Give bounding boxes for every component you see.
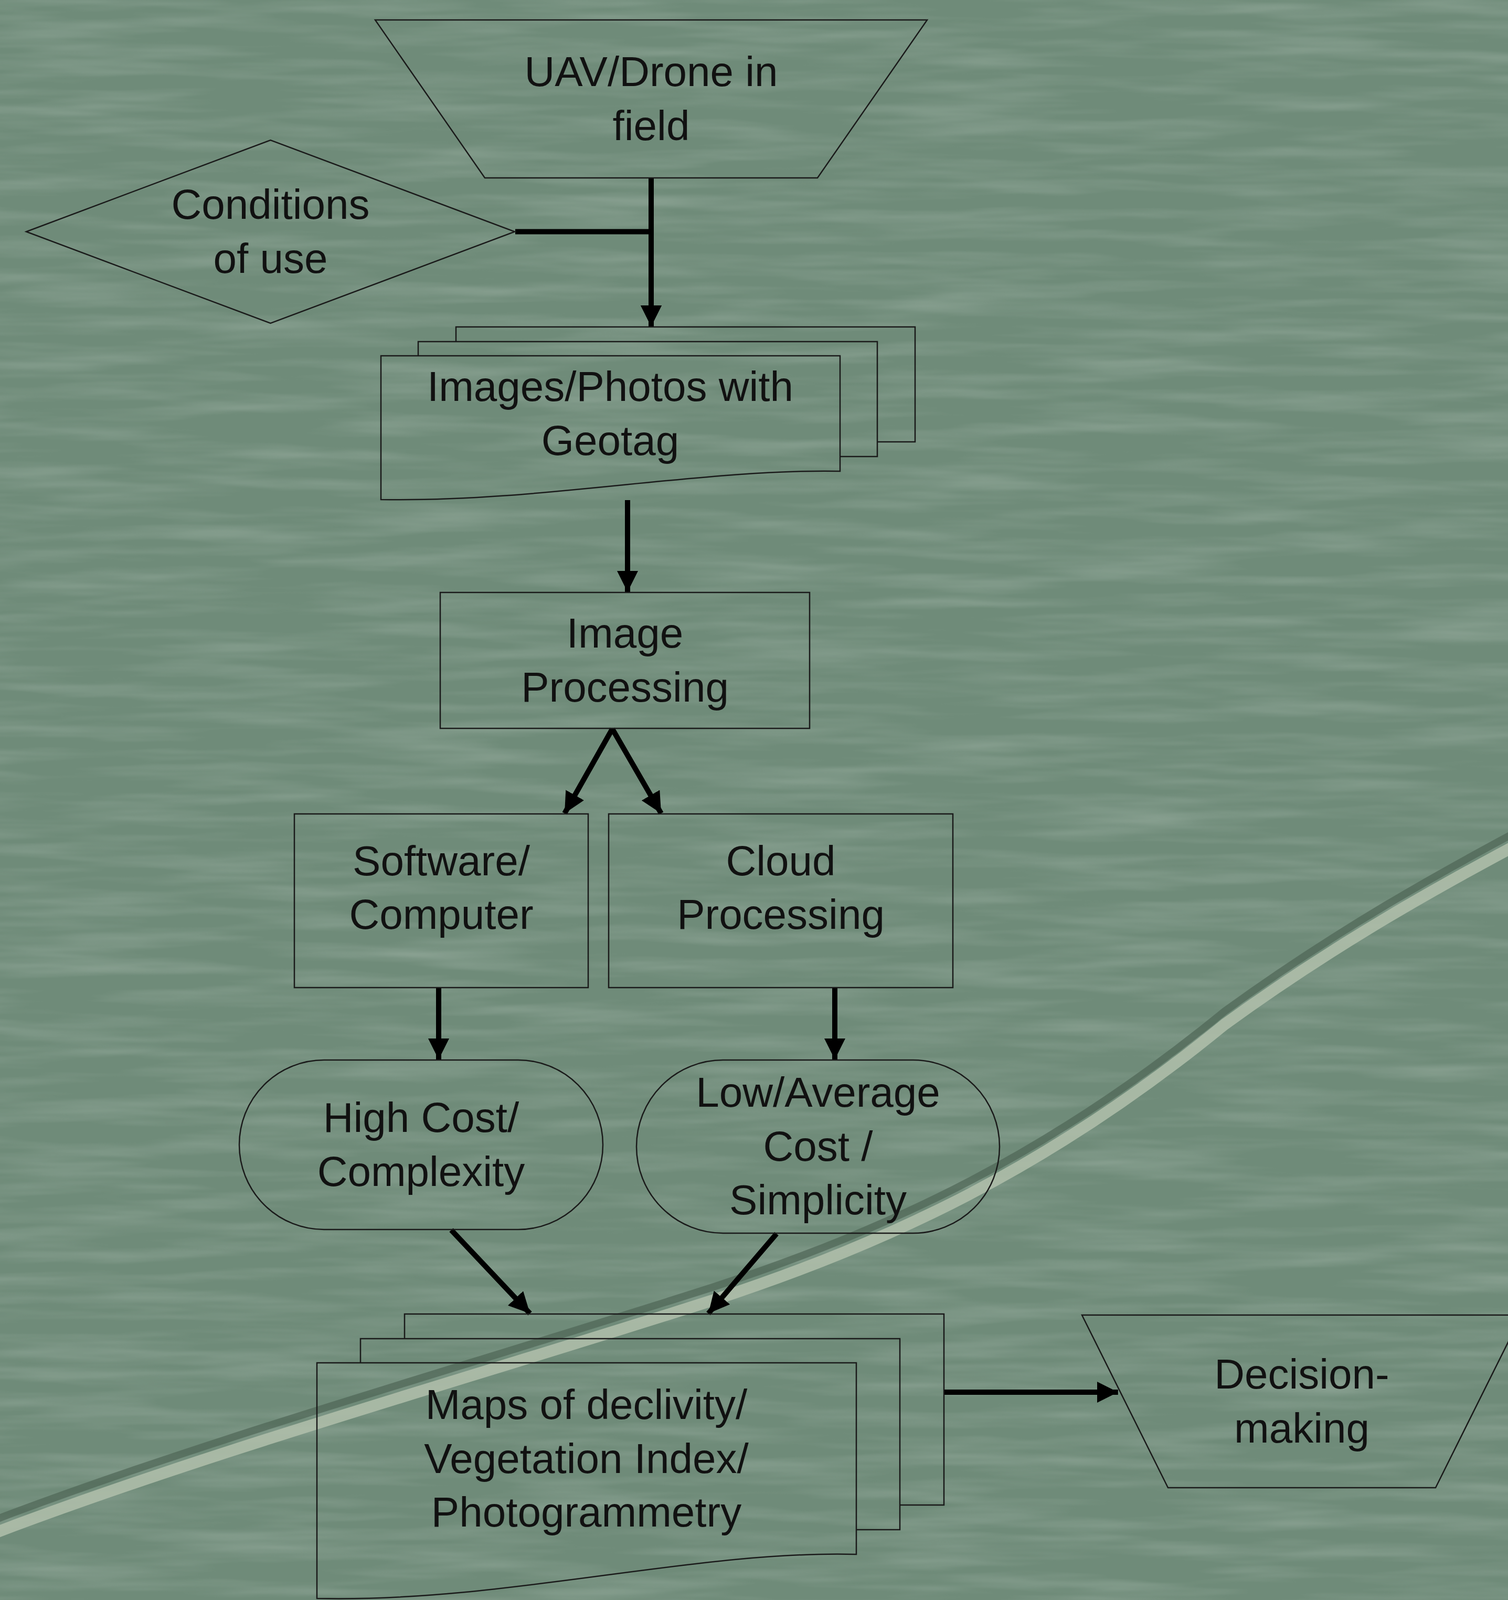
node-label: Decision-making bbox=[1191, 1347, 1412, 1456]
node-label: Maps of declivity/ Vegetation Index/ Pho… bbox=[397, 1377, 776, 1539]
node-label: UAV/Drone in field bbox=[488, 45, 814, 153]
diamond-outline bbox=[26, 140, 515, 324]
box-outline bbox=[440, 592, 810, 729]
text-area: UAV/Drone in field bbox=[374, 19, 928, 179]
process-box: Cloud Processing bbox=[608, 813, 954, 989]
shape-outline bbox=[1081, 1314, 1508, 1489]
text-block: Cloud Processing bbox=[649, 834, 912, 942]
process-box: Software/ Computer bbox=[293, 813, 589, 989]
flow-arrow bbox=[708, 1233, 777, 1314]
flow-arrow bbox=[612, 728, 662, 814]
text-area: Image Processing bbox=[439, 591, 811, 729]
text-block: Low/Average Cost / Simplicity bbox=[676, 1065, 960, 1227]
field-track bbox=[0, 842, 1508, 1535]
io-trapezoid: Decision-making bbox=[1081, 1314, 1508, 1489]
trapezoid-outline bbox=[375, 19, 928, 178]
text-area: Images/Photos with Geotag bbox=[380, 355, 841, 472]
terminal-box: Low/Average Cost / Simplicity bbox=[635, 1059, 1001, 1234]
text-area: Software/ Computer bbox=[293, 813, 589, 989]
text-block: High Cost/ Complexity bbox=[295, 1090, 548, 1199]
node-label: Images/Photos with Geotag bbox=[400, 359, 821, 468]
text-block: Decision-making bbox=[1191, 1347, 1412, 1456]
text-area: Low/Average Cost / Simplicity bbox=[635, 1059, 1001, 1234]
node-label: Conditions of use bbox=[155, 177, 387, 286]
flow-arrow bbox=[944, 1389, 1119, 1395]
stadium-outline bbox=[636, 1059, 1000, 1234]
document-outline bbox=[380, 355, 841, 500]
shape-outline bbox=[380, 326, 916, 501]
text-block: Maps of declivity/ Vegetation Index/ Pho… bbox=[397, 1377, 776, 1539]
node-label: Image Processing bbox=[493, 606, 757, 715]
document-outline bbox=[316, 1362, 857, 1599]
track-shadow bbox=[0, 829, 1508, 1522]
text-block: Image Processing bbox=[493, 606, 757, 715]
text-area: High Cost/ Complexity bbox=[238, 1059, 604, 1230]
flow-arrow bbox=[436, 988, 442, 1060]
shape-outline bbox=[25, 139, 516, 324]
terminal-box: High Cost/ Complexity bbox=[238, 1059, 604, 1230]
text-area: Cloud Processing bbox=[608, 813, 954, 989]
text-block: Conditions of use bbox=[155, 177, 387, 286]
flow-arrow bbox=[832, 988, 838, 1060]
box-outline bbox=[294, 813, 589, 988]
node-label: Cloud Processing bbox=[649, 834, 912, 942]
text-block: UAV/Drone in field bbox=[488, 45, 814, 153]
flow-arrow bbox=[624, 500, 631, 592]
document-stack: Maps of declivity/ Vegetation Index/ Pho… bbox=[316, 1313, 945, 1599]
node-label: Low/Average Cost / Simplicity bbox=[676, 1065, 960, 1227]
io-trapezoid: UAV/Drone in field bbox=[374, 19, 928, 179]
box-outline bbox=[608, 813, 953, 988]
text-block: Images/Photos with Geotag bbox=[400, 359, 821, 468]
flow-arrow bbox=[515, 231, 652, 327]
flow-arrow bbox=[451, 1229, 530, 1314]
text-area: Decision-making bbox=[1081, 1314, 1508, 1489]
process-box: Image Processing bbox=[439, 591, 811, 729]
text-area: Maps of declivity/ Vegetation Index/ Pho… bbox=[316, 1362, 857, 1555]
node-label: High Cost/ Complexity bbox=[295, 1090, 548, 1199]
trapezoid-outline bbox=[1081, 1314, 1508, 1488]
stadium-outline bbox=[239, 1059, 603, 1230]
decision-diamond: Conditions of use bbox=[25, 139, 516, 324]
flow-arrow bbox=[564, 728, 613, 814]
node-label: Software/ Computer bbox=[323, 834, 560, 942]
shape-outline bbox=[238, 1059, 604, 1230]
document-stack: Images/Photos with Geotag bbox=[380, 326, 916, 501]
shape-outline bbox=[374, 19, 928, 179]
text-area: Conditions of use bbox=[25, 139, 516, 324]
text-block: Software/ Computer bbox=[323, 834, 560, 942]
